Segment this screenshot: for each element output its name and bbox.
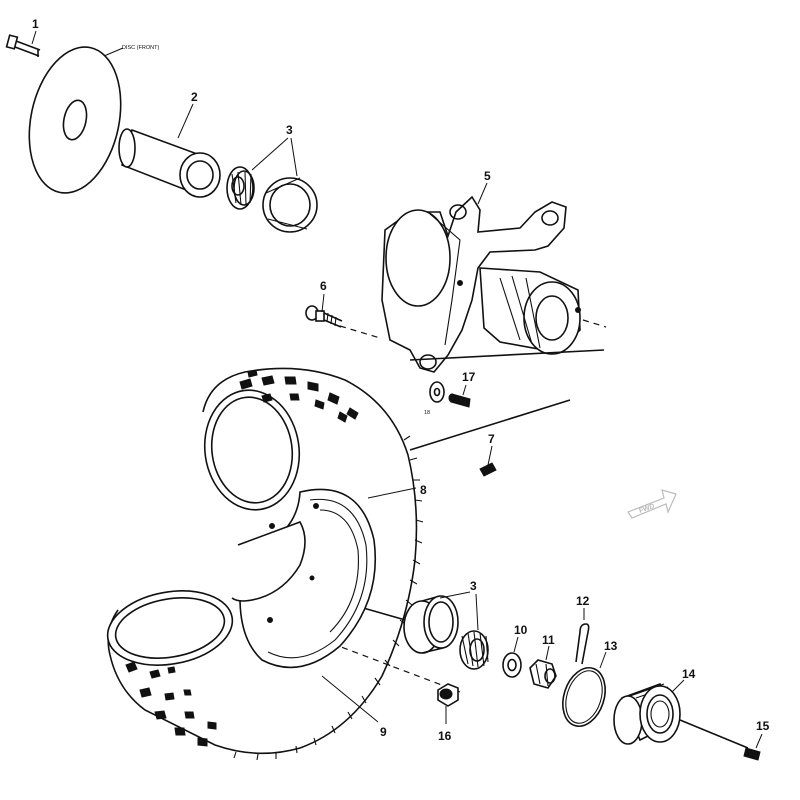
leader-6 [321, 293, 325, 313]
leader-17 [462, 384, 467, 396]
label-part-17: 17 [462, 370, 476, 384]
part-15-screw [743, 747, 761, 761]
leader-1 [31, 30, 37, 45]
leader-11 [545, 645, 550, 661]
label-part-8: 8 [420, 483, 427, 497]
leader-7 [487, 445, 493, 466]
part-3-bearing-top [226, 166, 318, 233]
leader-13 [599, 651, 607, 669]
label-part-9: 9 [380, 725, 387, 739]
forward-arrow-icon: FWD [627, 489, 677, 519]
part-16-nut [437, 683, 459, 707]
ground-line-upper [409, 349, 605, 361]
part-11-castle-nut [529, 659, 557, 689]
leader-3-bottom-b [475, 593, 479, 631]
label-part-18: 18 [424, 410, 430, 416]
leader-15 [755, 733, 763, 749]
label-part-13: 13 [604, 639, 618, 653]
label-part-16: 16 [438, 729, 452, 743]
label-part-6: 6 [320, 279, 327, 293]
label-part-12: 12 [576, 594, 590, 608]
part-13-o-ring [562, 667, 606, 727]
leader-10 [513, 636, 519, 653]
leader-3-top-a [251, 137, 289, 171]
leader-8 [367, 487, 417, 499]
leader-5 [477, 182, 488, 205]
ground-line-lower [409, 399, 571, 451]
brake-disc [28, 46, 122, 194]
label-part-11: 11 [542, 633, 555, 647]
label-part-5: 5 [484, 169, 491, 183]
label-part-3-bottom: 3 [470, 579, 477, 593]
forward-label: FWD [638, 503, 655, 515]
label-part-15: 15 [756, 719, 770, 733]
leader-3-top-b [290, 137, 298, 177]
part-3-bearing-bottom [403, 595, 489, 670]
label-part-10: 10 [514, 623, 528, 637]
axis-cap [679, 719, 749, 749]
label-part-1: 1 [32, 17, 39, 31]
part-14-hub-cap [613, 682, 681, 745]
part-10-washer [502, 652, 522, 678]
leader-2 [177, 103, 194, 139]
label-part-2: 2 [191, 90, 198, 104]
part-1-bolt [5, 34, 41, 57]
axis-bolt-6 [339, 325, 381, 339]
axis-hub [582, 319, 607, 328]
leader-3-bottom-a [439, 591, 471, 599]
part-17-bolt [448, 393, 471, 408]
part-2-spacer [118, 128, 221, 198]
part-6-bolt [305, 305, 343, 328]
tire-assembly [106, 367, 424, 761]
part-5-hub [381, 195, 581, 373]
label-part-3-top: 3 [286, 123, 293, 137]
label-part-7: 7 [488, 432, 495, 446]
label-disc: DISC (FRONT) [122, 45, 159, 51]
leader-disc [103, 47, 124, 57]
part-12-cotter-pin [575, 623, 590, 665]
leader-14 [671, 679, 685, 693]
label-part-14: 14 [682, 667, 696, 681]
part-18-washer [429, 381, 445, 403]
leader-9 [321, 675, 379, 723]
